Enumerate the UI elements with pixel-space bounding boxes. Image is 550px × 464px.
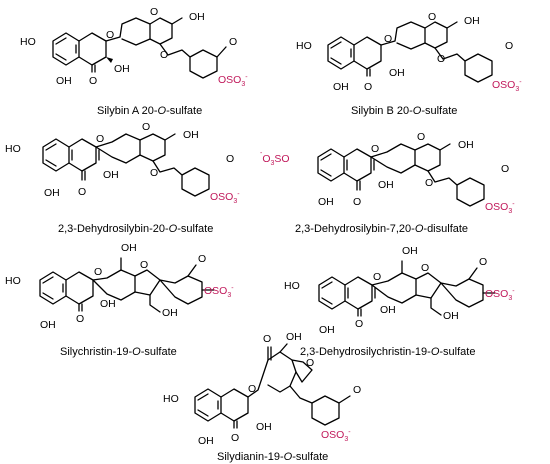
svg-text:HO: HO xyxy=(284,280,300,292)
dehydrosilychristin-19-o-sulfate-structure: HO OH O OH O OH O OH O OSO3- 2,3-Dehydro… xyxy=(284,245,515,358)
svg-text:O: O xyxy=(417,131,425,143)
caption-dehydrosilybin-7-20: 2,3-Dehydrosilybin-7,20-O-disulfate xyxy=(295,223,468,235)
svg-text:O: O xyxy=(89,75,97,87)
svg-text:O: O xyxy=(142,121,150,133)
svg-text:O: O xyxy=(226,153,234,165)
svg-text:OH: OH xyxy=(443,310,459,322)
svg-text:OH: OH xyxy=(44,187,60,199)
svg-text:O: O xyxy=(425,177,433,189)
svg-text:OH: OH xyxy=(198,435,214,447)
svg-text:OH: OH xyxy=(378,179,394,191)
svg-text:OH: OH xyxy=(121,242,137,254)
svg-text:OH: OH xyxy=(464,15,480,27)
svg-text:O: O xyxy=(94,266,102,278)
svg-text:O: O xyxy=(229,36,237,48)
svg-text:OH: OH xyxy=(380,304,396,316)
caption-dehydrosilybin-20: 2,3-Dehydrosilybin-20-O-sulfate xyxy=(58,223,213,235)
svg-text:OSO3-: OSO3- xyxy=(321,429,351,443)
svg-text:OH: OH xyxy=(103,169,119,181)
silychristin-19-o-sulfate-structure: HO OH O OH O OH O OH O OSO3- Silychristi… xyxy=(5,242,234,358)
svg-text:OH: OH xyxy=(256,421,272,433)
svg-text:OH: OH xyxy=(189,11,205,23)
svg-text:OH: OH xyxy=(318,196,334,208)
svg-text:O: O xyxy=(355,318,363,330)
svg-text:O: O xyxy=(231,432,239,444)
dehydrosilybin-7-20-o-disulfate-structure: -O3SO OH O OH O O O OH O OSO3- 2,3-Dehyd… xyxy=(260,131,515,235)
dehydrosilybin-20-o-sulfate-structure: HO OH O OH O O O OH O OSO3- 2,3-Dehydros… xyxy=(5,121,240,235)
svg-text:OH: OH xyxy=(286,331,302,343)
svg-text:OH: OH xyxy=(40,319,56,331)
svg-text:OSO3-: OSO3- xyxy=(485,288,515,302)
svg-text:OH: OH xyxy=(183,129,199,141)
svg-text:HO: HO xyxy=(20,36,36,48)
svg-text:HO: HO xyxy=(296,40,312,52)
svg-text:OH: OH xyxy=(389,67,405,79)
svg-text:OSO3-: OSO3- xyxy=(210,191,240,205)
silybin-a-20-o-sulfate-structure: HO OH O OH O O O OH O OSO3- Silybin A 20… xyxy=(20,6,248,117)
svg-text:HO: HO xyxy=(5,275,21,287)
svg-text:O: O xyxy=(384,33,392,45)
svg-text:O: O xyxy=(78,186,86,198)
svg-text:O: O xyxy=(428,11,436,23)
svg-text:O: O xyxy=(160,49,168,61)
svg-text:HO: HO xyxy=(163,393,179,405)
svg-text:OH: OH xyxy=(56,75,72,87)
caption-silydianin-19: Silydianin-19-O-sulfate xyxy=(217,451,328,463)
svg-text:O: O xyxy=(421,262,429,274)
svg-text:OH: OH xyxy=(458,139,474,151)
svg-text:-O3SO: -O3SO xyxy=(260,150,290,167)
svg-text:O: O xyxy=(106,29,114,41)
caption-dehydrosilychristin-19: 2,3-Dehydrosilychristin-19-O-sulfate xyxy=(300,346,475,358)
svg-text:OH: OH xyxy=(402,245,418,257)
svg-text:O: O xyxy=(96,133,104,145)
svg-text:OH: OH xyxy=(100,298,116,310)
svg-text:O: O xyxy=(263,333,271,345)
svg-text:OH: OH xyxy=(319,324,335,336)
svg-text:OSO3-: OSO3- xyxy=(492,79,522,93)
svg-text:O: O xyxy=(505,40,513,52)
svg-text:O: O xyxy=(373,271,381,283)
svg-text:O: O xyxy=(353,196,361,208)
svg-text:OH: OH xyxy=(114,63,130,75)
svg-text:OH: OH xyxy=(162,307,178,319)
svg-text:OH: OH xyxy=(333,81,349,93)
svg-text:O: O xyxy=(364,81,372,93)
caption-silybin-b: Silybin B 20-O-sulfate xyxy=(351,105,457,117)
svg-text:OSO3-: OSO3- xyxy=(485,201,515,215)
svg-text:HO: HO xyxy=(5,143,21,155)
svg-text:O: O xyxy=(248,383,256,395)
silybin-b-20-o-sulfate-structure: HO OH O OH O O O OH O OSO3- Silybin B 20… xyxy=(296,11,522,117)
svg-text:O: O xyxy=(150,6,158,18)
svg-text:O: O xyxy=(76,313,84,325)
svg-text:O: O xyxy=(306,357,314,369)
svg-text:O: O xyxy=(198,253,206,265)
silydianin-19-o-sulfate-structure: HO OH O OH O O OH O O OSO3- Silydianin-1… xyxy=(163,331,361,463)
svg-text:OSO3-: OSO3- xyxy=(218,74,248,88)
svg-text:O: O xyxy=(353,384,361,396)
svg-text:O: O xyxy=(150,167,158,179)
caption-silychristin-19: Silychristin-19-O-sulfate xyxy=(60,346,177,358)
svg-text:O: O xyxy=(437,53,445,65)
svg-text:O: O xyxy=(501,163,509,175)
svg-text:O: O xyxy=(479,256,487,268)
svg-text:O: O xyxy=(371,143,379,155)
svg-text:OSO3-: OSO3- xyxy=(204,285,234,299)
svg-text:O: O xyxy=(140,259,148,271)
caption-silybin-a: Silybin A 20-O-sulfate xyxy=(97,105,202,117)
